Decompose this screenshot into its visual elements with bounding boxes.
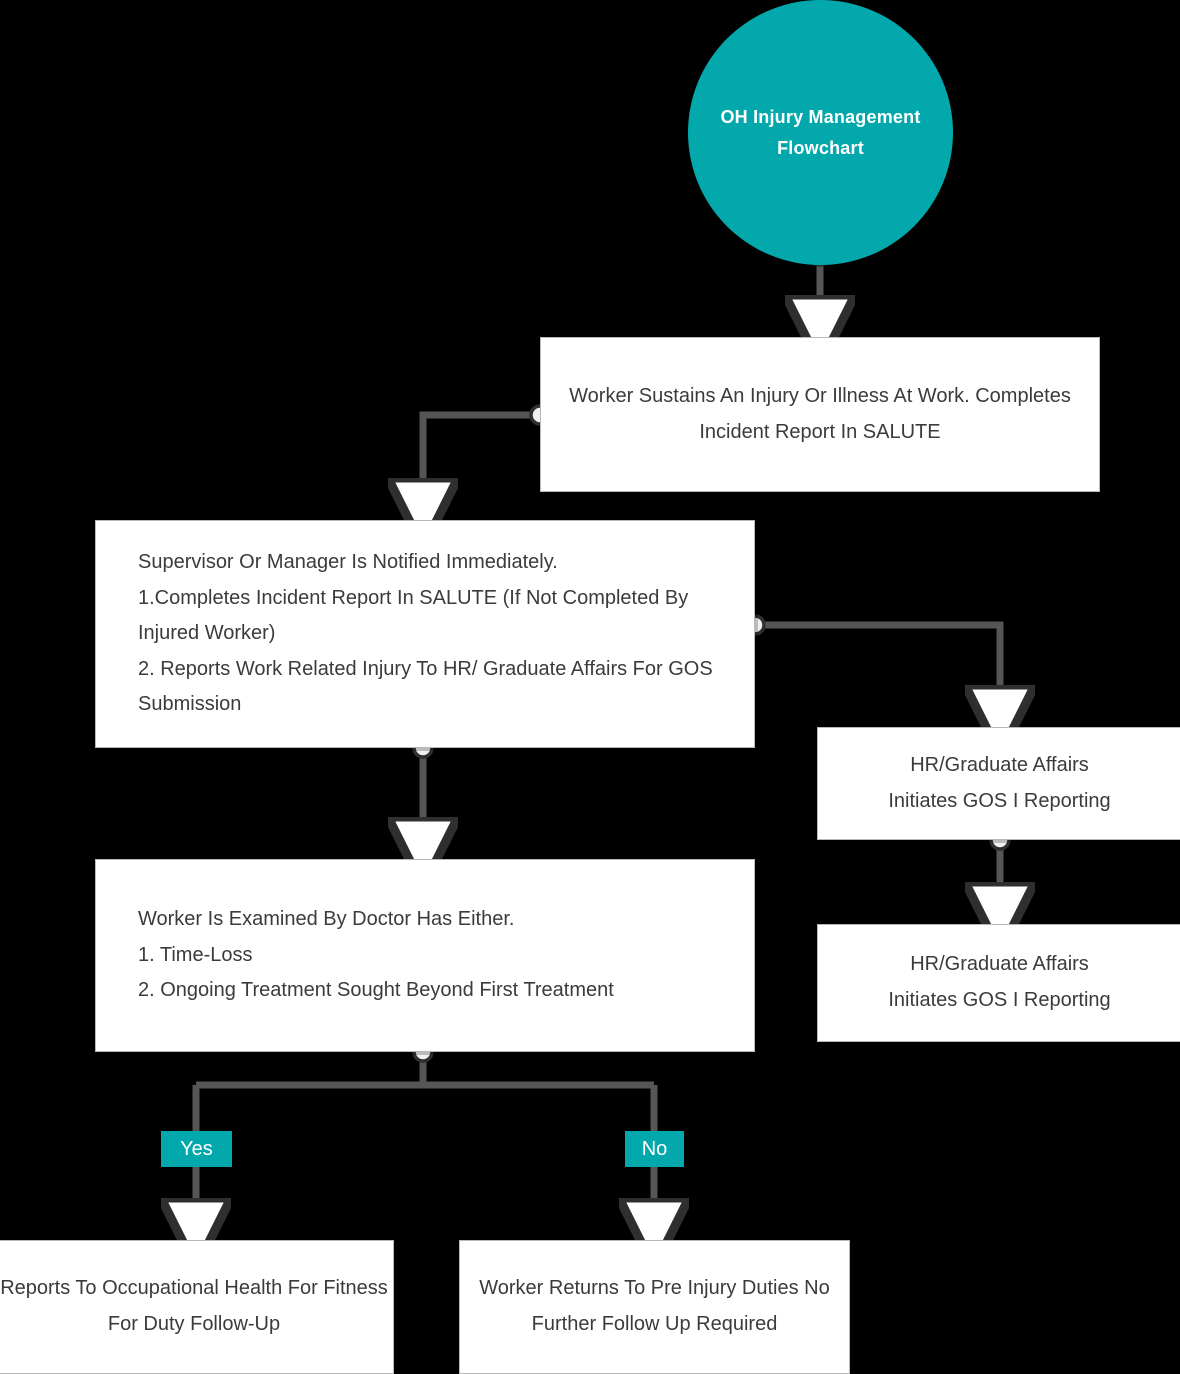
branch-label-no-text: No [641,1138,668,1160]
start-node-oh-injury-management-flowchart[interactable]: OH Injury Management Flowchart [688,0,953,265]
wire-supervisor-to-hr1 [755,621,1000,720]
node-return-to-duties-label: Worker Returns To Pre Injury Duties No F… [479,1277,830,1335]
node-hr-gos-reporting-2-label: HR/Graduate Affairs Initiates GOS I Repo… [888,953,1111,1011]
branch-label-yes-text: Yes [180,1138,213,1160]
node-hr-gos-reporting-1-label: HR/Graduate Affairs Initiates GOS I Repo… [888,753,1111,812]
start-node-label: OH Injury Management Flowchart [720,106,921,158]
node-occupational-health-followup[interactable]: Reports To Occupational Health For Fitne… [0,1240,394,1374]
node-hr-gos-reporting-1[interactable]: HR/Graduate Affairs Initiates GOS I Repo… [817,727,1180,840]
node-supervisor-notified[interactable]: Supervisor Or Manager Is Notified Immedi… [95,520,755,748]
node-supervisor-notified-label: Supervisor Or Manager Is Notified Immedi… [138,551,713,716]
node-doctor-examination[interactable]: Worker Is Examined By Doctor Has Either.… [95,859,755,1052]
node-return-to-duties[interactable]: Worker Returns To Pre Injury Duties No F… [459,1240,850,1374]
wire-doctor-branch-split [192,1052,658,1131]
node-incident-report-label: Worker Sustains An Injury Or Illness At … [569,384,1071,443]
branch-label-no[interactable]: No [625,1131,684,1167]
node-hr-gos-reporting-2[interactable]: HR/Graduate Affairs Initiates GOS I Repo… [817,924,1180,1042]
node-occupational-health-followup-label: Reports To Occupational Health For Fitne… [0,1277,388,1335]
node-incident-report[interactable]: Worker Sustains An Injury Or Illness At … [540,337,1100,492]
wire-incident-to-supervisor [423,411,540,513]
branch-label-yes[interactable]: Yes [161,1131,232,1167]
node-doctor-examination-label: Worker Is Examined By Doctor Has Either.… [138,908,614,1002]
